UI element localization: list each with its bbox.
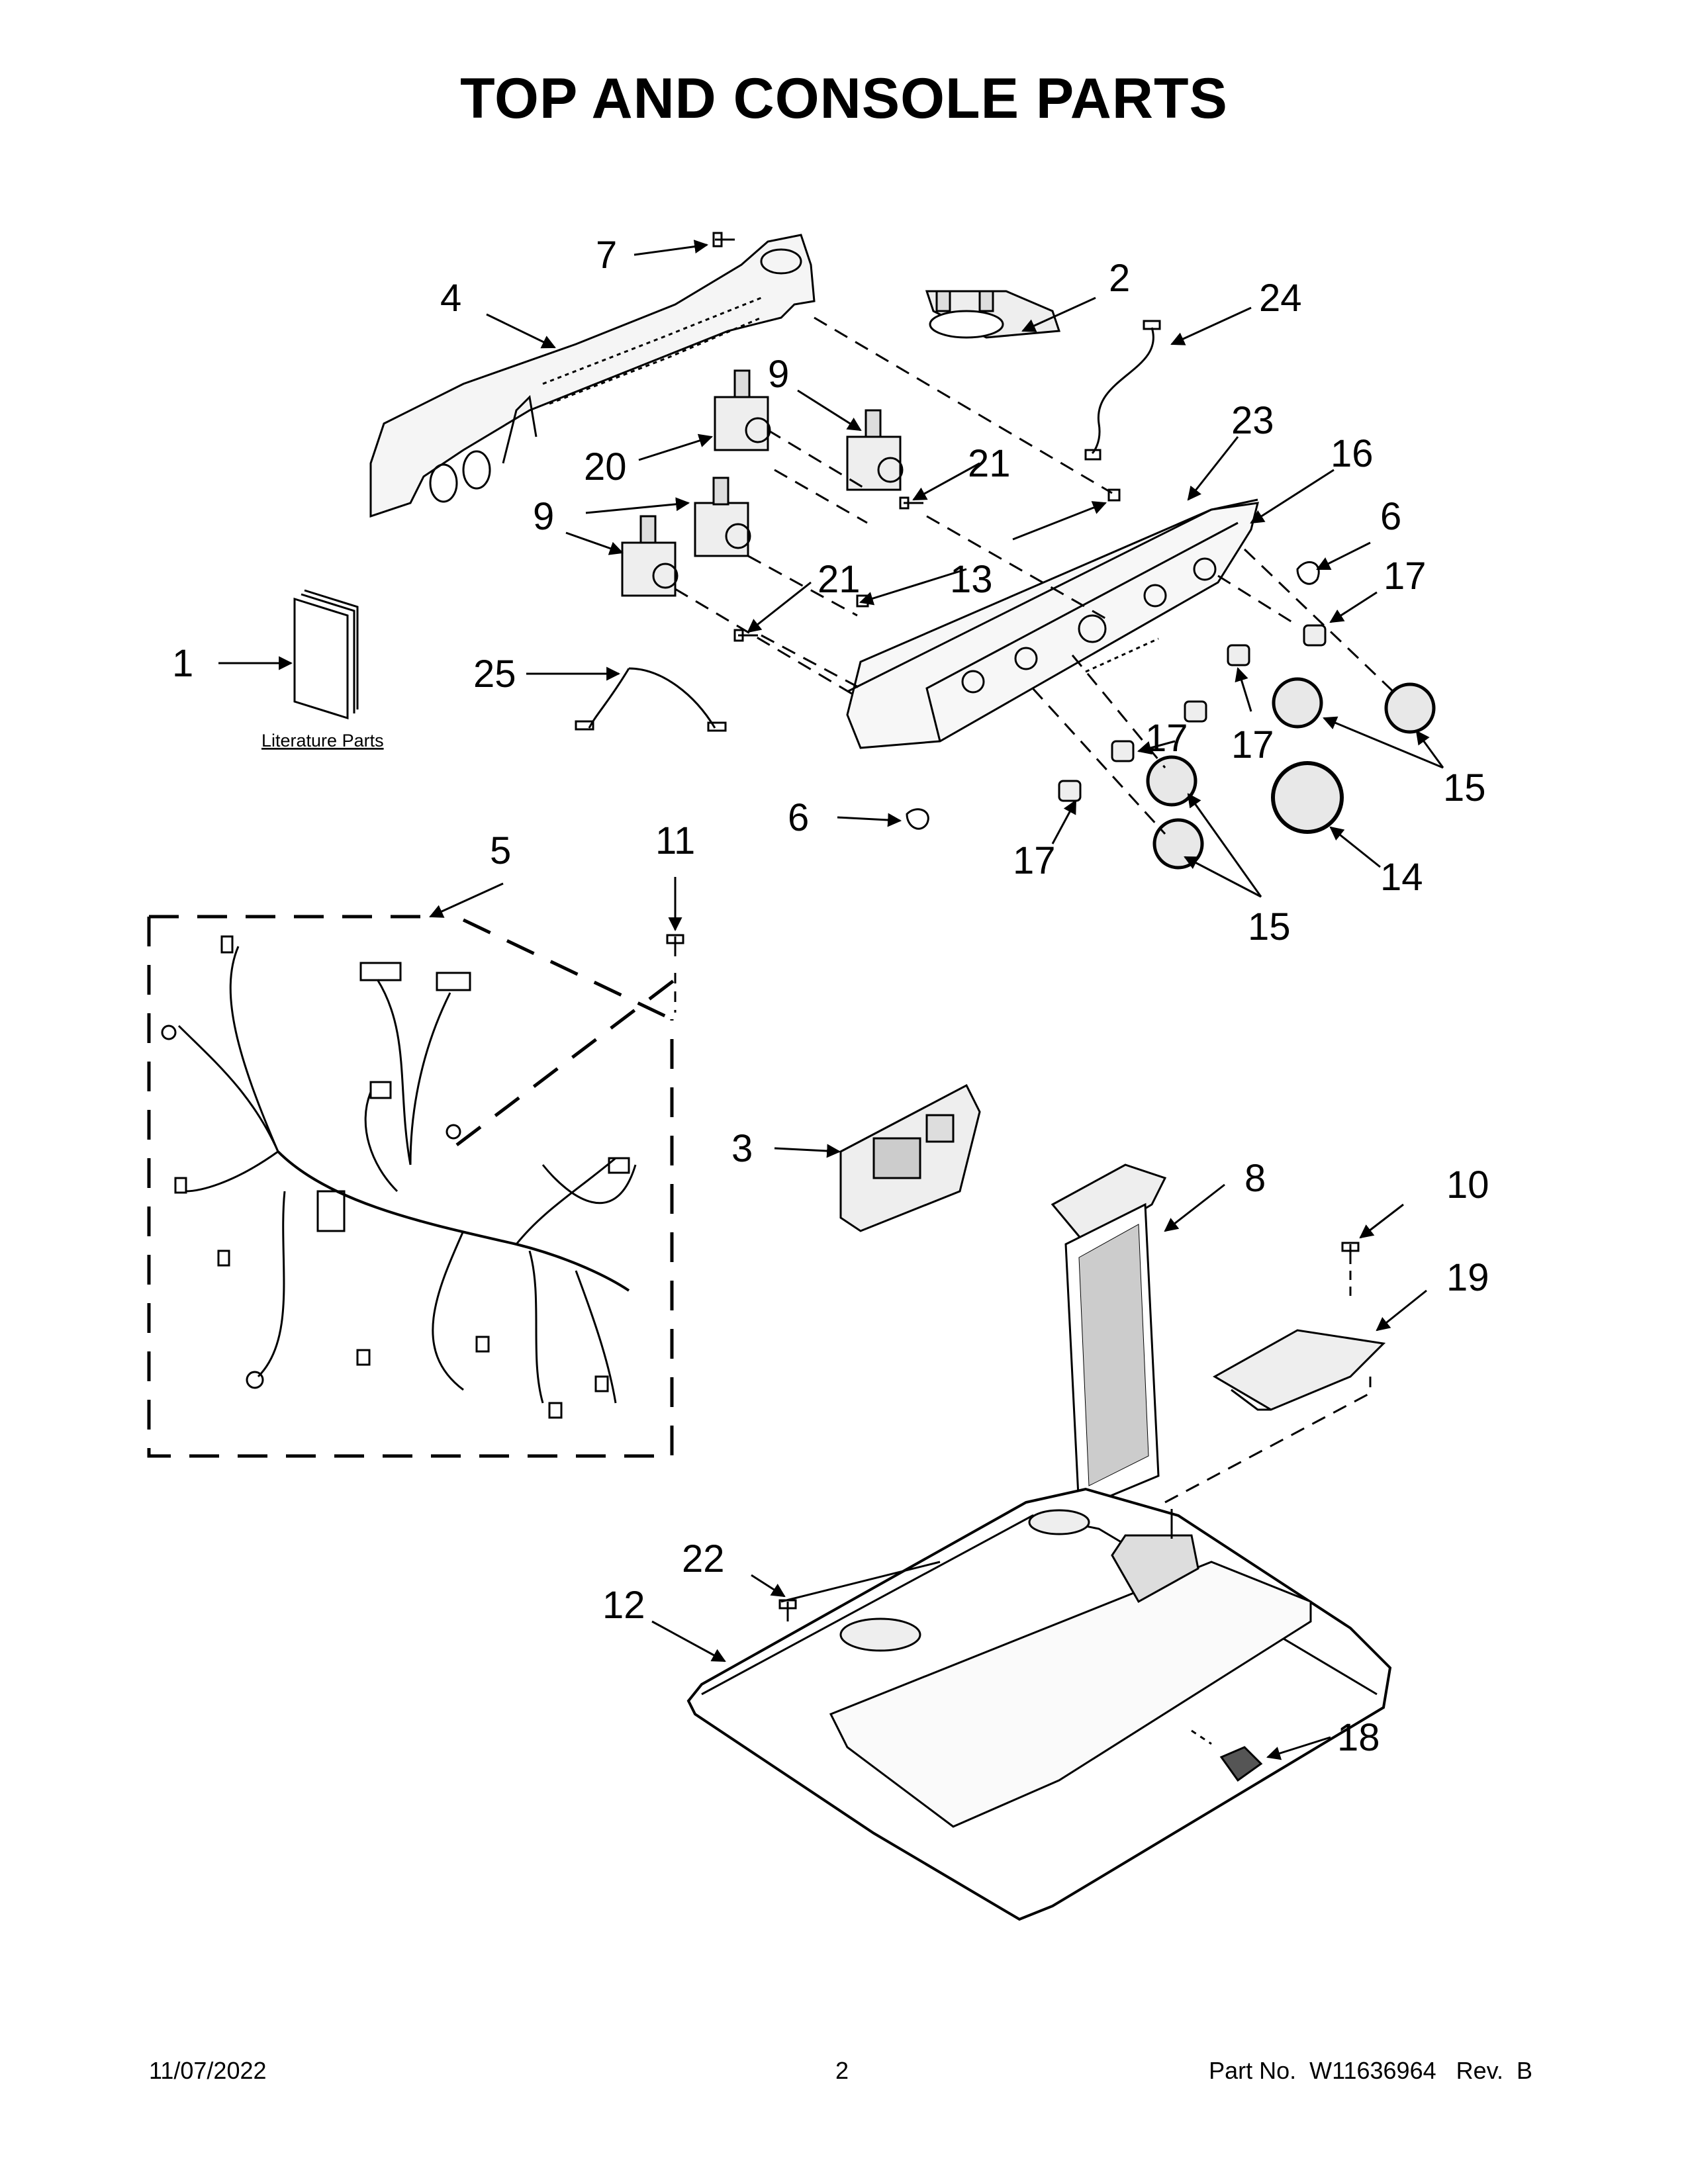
part-17-insert-b [1228,645,1249,665]
callout-21-upper: 21 [968,442,1011,485]
part-24-wire [1086,321,1160,459]
part-6-clip-upper [1296,561,1320,585]
callout-11: 11 [655,819,695,862]
part-2-bracket [927,291,1059,338]
part-20-switch [715,371,770,450]
part-25-wire [576,668,726,731]
part-1-literature [295,590,357,718]
part-23-trim-strip [847,498,1258,693]
part-9-switch-upper [847,410,902,490]
part-3-control-board [841,1085,980,1231]
callout-8: 8 [1244,1157,1266,1200]
callout-10: 10 [1446,1163,1489,1206]
part-15-knob-d [1154,820,1202,868]
callout-22: 22 [682,1537,725,1580]
part-18-badge [1192,1731,1261,1780]
callout-5: 5 [490,829,511,872]
part-15-knob-c [1148,757,1196,805]
callout-21-lower: 21 [818,558,861,601]
callout-14: 14 [1380,856,1423,899]
callout-18: 18 [1337,1716,1380,1759]
footer-date: 11/07/2022 [149,2057,267,2084]
part-6-clip-lower [906,808,929,830]
callout-15-lower: 15 [1248,905,1291,948]
page-title: TOP AND CONSOLE PARTS [460,67,1228,130]
callout-24: 24 [1259,277,1302,320]
callout-12: 12 [602,1584,645,1627]
part-7-screw [714,233,735,246]
callout-23: 23 [1231,399,1274,442]
callout-20: 20 [584,445,627,488]
part-15-knob-b [1386,684,1434,732]
part-12-top-panel [688,1489,1390,1919]
callout-6-lower: 6 [788,796,809,839]
callout-9-lower: 9 [533,495,554,538]
callout-9-upper: 9 [768,353,789,396]
part-17-insert-e [1059,781,1080,801]
part-16-console [847,503,1258,748]
part-21-screw-upper [900,498,923,508]
part-13-clip-upper [1107,488,1121,502]
footer-part-number: Part No. W11636964 Rev. B [1209,2057,1532,2084]
part-4-control-panel-rear [371,235,814,516]
callout-19: 19 [1446,1256,1489,1299]
part-17-insert-d [1112,741,1133,761]
callout-17-d: 17 [1013,839,1056,882]
callout-4: 4 [440,277,461,320]
callout-15-right: 15 [1443,766,1486,809]
callout-2: 2 [1109,257,1130,300]
part-21-screw-lower [735,630,758,641]
callout-6-upper: 6 [1380,495,1401,538]
callout-17-b: 17 [1231,723,1274,766]
callout-3: 3 [731,1127,753,1170]
part-9-switch-lower [622,516,677,596]
literature-parts-label: Literature Parts [261,731,384,751]
callout-13: 13 [950,558,993,601]
part-15-knob-a [1274,679,1321,727]
part-14-large-knob [1273,763,1342,832]
part-8-lint-screen [1053,1165,1165,1582]
callout-1: 1 [172,642,193,685]
part-5-wire-harness [149,917,675,1456]
callout-16: 16 [1331,432,1374,475]
part-17-insert-c [1185,702,1206,721]
part-17-insert-a [1304,625,1325,645]
callout-17-c: 17 [1145,717,1188,760]
callout-7: 7 [596,234,617,277]
part-10-screw [1342,1243,1358,1297]
footer-page-number: 2 [835,2057,849,2084]
part-22-screw [780,1600,796,1621]
part-19-lint-cover [1155,1330,1383,1542]
callout-17-a: 17 [1383,555,1427,598]
part-11-screw [667,935,683,1013]
part-20-switch-second [695,478,750,556]
callout-25: 25 [473,653,516,696]
